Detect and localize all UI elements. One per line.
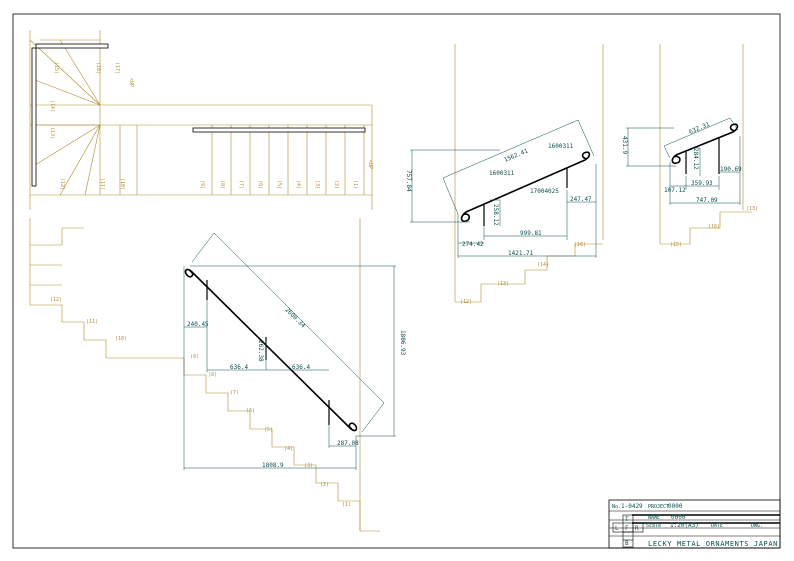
side-step-7: (7): [230, 390, 239, 396]
plan-step-3: (3): [314, 180, 320, 189]
side-dim-top-offset: 240.45: [187, 321, 209, 328]
top-step-16: (16): [708, 224, 720, 230]
plan-up-label-right: <UP: [367, 160, 373, 169]
title-scale-value: 1:20(A3): [670, 522, 699, 529]
upper-dim-right-offset: 247.47: [570, 196, 592, 203]
title-block: [608, 499, 781, 549]
top-dim-left-offset: 107.12: [664, 187, 686, 194]
top-dim-post-height: 284.12: [692, 148, 699, 170]
side-dim-total-width: 1808.9: [262, 462, 284, 469]
title-box-letter-l: L: [615, 525, 619, 532]
plan-step-6: (6): [257, 180, 263, 189]
title-dwg-label: DWG.: [751, 523, 763, 529]
top-view-dimensions: [626, 117, 741, 205]
top-dim-diagonal: 632.31: [688, 121, 711, 136]
title-brand: LECKY METAL ORNAMENTS JAPAN: [648, 540, 778, 548]
title-name-value: 0000: [671, 514, 686, 521]
top-view-stairs: [659, 44, 752, 245]
upper-step-16: (16): [574, 242, 586, 248]
title-scale-label: Scale: [646, 523, 661, 529]
plan-step-2: (2): [333, 180, 339, 189]
title-drawing-no-label: No.: [612, 504, 621, 510]
side-step-5: (5): [264, 427, 273, 433]
top-dim-span: 359.93: [691, 180, 713, 187]
upper-view-dimensions: [410, 119, 597, 258]
side-step-6: (6): [246, 408, 255, 414]
plan-step-5: (5): [276, 180, 282, 189]
title-project-label: PROJECT: [648, 504, 669, 510]
side-step-8: (8): [208, 372, 217, 378]
top-step-13: (13): [746, 206, 758, 212]
upper-dim-height: 757.84: [405, 170, 412, 192]
plan-handrails: [31, 43, 366, 187]
side-step-2: (2): [320, 482, 329, 488]
upper-dim-diagonal: 1562.41: [503, 147, 529, 163]
side-dim-bottom-offset: 287.08: [337, 440, 359, 447]
side-dim-height: 1806.93: [399, 330, 406, 356]
title-box-letter-f: F: [625, 525, 629, 532]
upper-view-stairs: [454, 44, 604, 303]
plan-step-10: (10): [119, 178, 125, 190]
top-dim-total-width: 747.09: [696, 197, 718, 204]
plan-step-12: (12): [59, 178, 65, 190]
upper-view-handrail: [460, 151, 591, 226]
upper-dim-total-width: 1421.71: [508, 250, 534, 257]
side-dim-diagonal: 2600.34: [284, 306, 307, 329]
side-step-3: (3): [304, 463, 313, 469]
plan-step-14: (14): [49, 100, 55, 112]
side-step-10: (10): [115, 336, 127, 342]
side-step-1: (1): [342, 502, 351, 508]
upper-dim-bracket-mid: 1600311: [489, 170, 515, 177]
side-step-4: (4): [284, 446, 293, 452]
plan-step-17: (17): [114, 62, 120, 74]
title-date-label: DATE: [711, 523, 723, 529]
plan-step-4: (4): [295, 180, 301, 189]
side-step-9: (9): [190, 354, 199, 360]
plan-view: [29, 30, 373, 210]
upper-dim-bracket-top: 1600311: [548, 143, 574, 150]
upper-dim-span: 999.81: [520, 230, 542, 237]
side-view-stairs: [29, 218, 380, 532]
upper-dim-bracket-right: 17004025: [530, 188, 559, 195]
upper-dim-left-offset: 274.42: [462, 241, 484, 248]
side-step-11: (11): [86, 319, 98, 325]
title-drawing-no: 1-0429: [621, 503, 643, 510]
title-box-letter-t: T: [625, 516, 629, 523]
plan-step-16: (16): [95, 62, 101, 74]
upper-dim-post-height: 258.12: [492, 204, 499, 226]
plan-up-label-top: <UP: [128, 78, 134, 87]
drawing-frame: [12, 13, 781, 549]
title-box-letter-b: B: [625, 540, 629, 547]
title-box-letter-r: R: [635, 525, 639, 532]
plan-step-8: (8): [219, 180, 225, 189]
plan-step-15: (15): [53, 62, 59, 74]
title-project-value: 0000: [668, 503, 683, 510]
upper-step-12: (12): [460, 299, 472, 305]
plan-step-7: (7): [238, 180, 244, 189]
side-dim-span-right: 636.4: [292, 364, 310, 371]
top-dim-height: 431.9: [621, 136, 628, 154]
plan-step-13: (13): [49, 127, 55, 139]
side-view-dimensions: [183, 232, 396, 470]
upper-step-14: (14): [537, 262, 549, 268]
top-step-15: (15): [670, 242, 682, 248]
side-dim-span-left: 636.4: [230, 364, 248, 371]
top-dim-right-offset: 190.69: [720, 166, 742, 173]
side-step-12: (12): [50, 297, 62, 303]
plan-step-11: (11): [99, 178, 105, 190]
title-name-label: NAME: [648, 515, 660, 521]
plan-step-9: (9): [199, 180, 205, 189]
upper-step-13: (13): [497, 281, 509, 287]
side-dim-post-height: 262.38: [257, 340, 264, 362]
plan-step-1: (1): [352, 180, 358, 189]
